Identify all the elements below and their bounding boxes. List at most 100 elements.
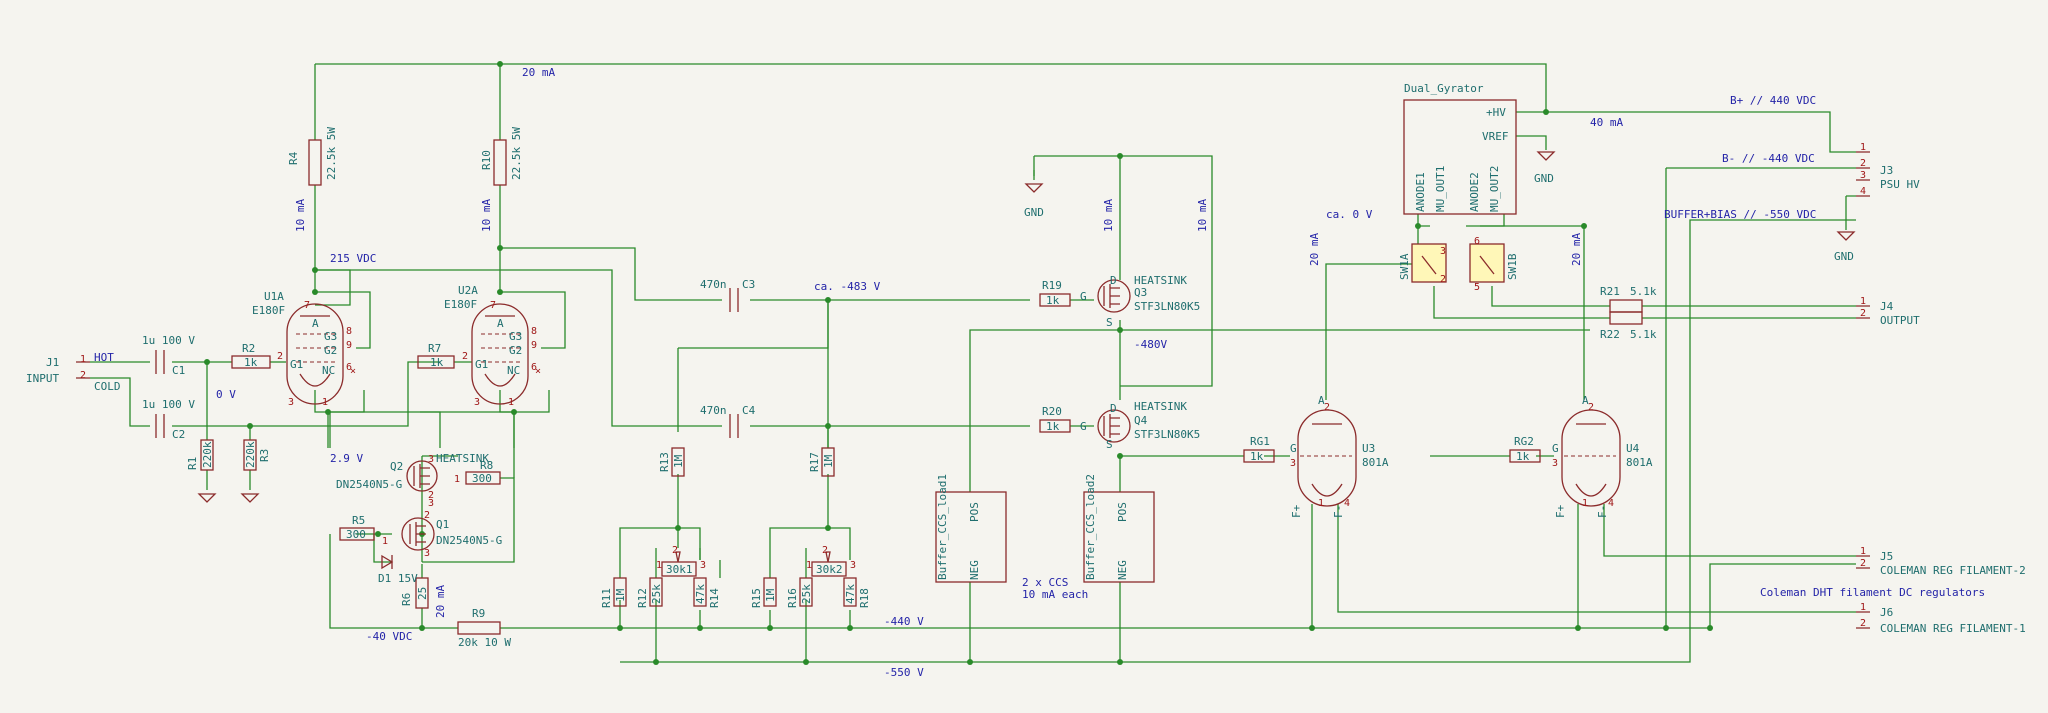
svg-text:R19: R19 [1042,279,1062,292]
svg-text:9: 9 [531,340,537,351]
svg-text:7: 7 [490,300,496,311]
svg-text:10 mA: 10 mA [480,199,493,232]
svg-text:5.1k: 5.1k [1630,285,1657,298]
svg-text:HOT: HOT [94,351,114,364]
svg-text:5: 5 [1474,282,1480,293]
svg-text:2: 2 [822,545,828,556]
svg-text:GND: GND [1534,172,1554,185]
ccs-load1: Buffer_CCS_load1 POS NEG [935,474,1007,583]
junctions [204,61,1713,665]
tube-u3: U3 801A A 2 G 3 F+ F- 1 4 [1290,394,1389,518]
resistor-r22: R22 5.1k [1600,311,1657,341]
svg-text:25: 25 [416,587,429,600]
svg-text:A: A [497,317,504,330]
svg-text:DN2540N5-G: DN2540N5-G [436,534,502,547]
svg-text:NC: NC [507,364,520,377]
svg-text:G: G [1552,442,1559,455]
svg-text:20k 10 W: 20k 10 W [458,636,511,649]
svg-text:3: 3 [1860,170,1866,181]
svg-text:R10: R10 [480,150,493,170]
svg-text:2: 2 [1588,402,1594,413]
svg-text:F-: F- [1596,505,1609,518]
svg-text:R20: R20 [1042,405,1062,418]
svg-text:A: A [1318,394,1325,407]
svg-text:6: 6 [531,362,537,373]
svg-text:GND: GND [1834,250,1854,263]
svg-text:R18: R18 [858,588,871,608]
svg-text:2: 2 [1860,158,1866,169]
connector-j6: 1 2 J6 COLEMAN REG FILAMENT-1 [1856,602,2026,635]
svg-text:HEATSINK: HEATSINK [1134,400,1187,413]
svg-text:3: 3 [1440,246,1446,257]
gnd-symbols: GND GND GND [197,151,1856,503]
svg-text:G1: G1 [475,358,488,371]
svg-text:1: 1 [1860,142,1866,153]
tube-u1a: U1A E180F 7 A G3 G2 G1 NC 8 9 6 × 3 1 [252,290,356,408]
resistor-r2: R2 1k 2 [231,342,283,369]
svg-text:8: 8 [346,326,352,337]
svg-text:SW1B: SW1B [1506,253,1519,280]
svg-text:1k: 1k [1250,450,1264,463]
svg-text:20 mA: 20 mA [434,585,447,618]
svg-text:B+ // 440 VDC: B+ // 440 VDC [1730,94,1816,107]
svg-text:25k: 25k [800,584,813,604]
svg-text:25k: 25k [650,584,663,604]
svg-text:470n: 470n [700,278,727,291]
svg-text:-40 VDC: -40 VDC [366,630,412,643]
resistor-r17: R17 1M [808,447,835,477]
resistor-rg2: RG2 1k [1509,435,1541,463]
svg-text:E180F: E180F [252,304,285,317]
svg-text:4: 4 [1608,498,1614,509]
svg-text:3: 3 [700,560,706,571]
svg-text:C1: C1 [172,364,185,377]
svg-text:D: D [1110,402,1117,415]
svg-text:PSU HV: PSU HV [1880,178,1920,191]
svg-text:COLD: COLD [94,380,121,393]
resistor-r7: R7 1k 2 [417,342,468,369]
capacitor-c4: 470n C4 [700,404,756,438]
svg-text:1: 1 [1860,296,1866,307]
svg-text:-480V: -480V [1134,338,1167,351]
resistor-r12: R12 25k [636,577,663,608]
svg-text:J5: J5 [1880,550,1893,563]
svg-text:1: 1 [1318,498,1324,509]
switch-sw1b: SW1B 6 5 [1469,236,1519,293]
svg-text:MU_OUT1: MU_OUT1 [1434,166,1447,212]
svg-text:U2A: U2A [458,284,478,297]
svg-text:R2: R2 [242,342,255,355]
svg-text:215 VDC: 215 VDC [330,252,376,265]
svg-text:-440 V: -440 V [884,615,924,628]
svg-text:1: 1 [806,560,812,571]
svg-text:HEATSINK: HEATSINK [436,452,489,465]
svg-text:1: 1 [1860,546,1866,557]
svg-text:1: 1 [382,536,388,547]
resistor-r13: R13 1M [658,447,685,477]
svg-text:2: 2 [277,351,283,362]
svg-text:4: 4 [1860,186,1866,197]
svg-text:0 V: 0 V [216,388,236,401]
svg-text:10 mA each: 10 mA each [1022,588,1088,601]
svg-text:1: 1 [1582,498,1588,509]
svg-text:40 mA: 40 mA [1590,116,1623,129]
svg-text:C4: C4 [742,404,756,417]
svg-text:8: 8 [531,326,537,337]
svg-text:D1 15V: D1 15V [378,572,418,585]
svg-text:Q3: Q3 [1134,286,1147,299]
svg-text:G2: G2 [324,344,337,357]
trimpot-left: 30k1 2 1 3 [656,545,706,577]
resistor-r18: 47k R18 [843,577,871,608]
svg-text:G3: G3 [324,330,337,343]
svg-text:R6: R6 [400,593,413,606]
svg-text:2: 2 [424,510,430,521]
svg-text:R9: R9 [472,607,485,620]
resistor-r21: R21 5.1k [1600,285,1657,313]
svg-text:STF3LN80K5: STF3LN80K5 [1134,428,1200,441]
svg-text:R12: R12 [636,588,649,608]
svg-text:ca. -483 V: ca. -483 V [814,280,881,293]
svg-text:1: 1 [656,560,662,571]
svg-text:POS: POS [968,502,981,522]
svg-text:1k: 1k [1516,450,1530,463]
svg-text:C2: C2 [172,428,185,441]
svg-text:S: S [1106,316,1113,329]
svg-text:G: G [1080,420,1087,433]
